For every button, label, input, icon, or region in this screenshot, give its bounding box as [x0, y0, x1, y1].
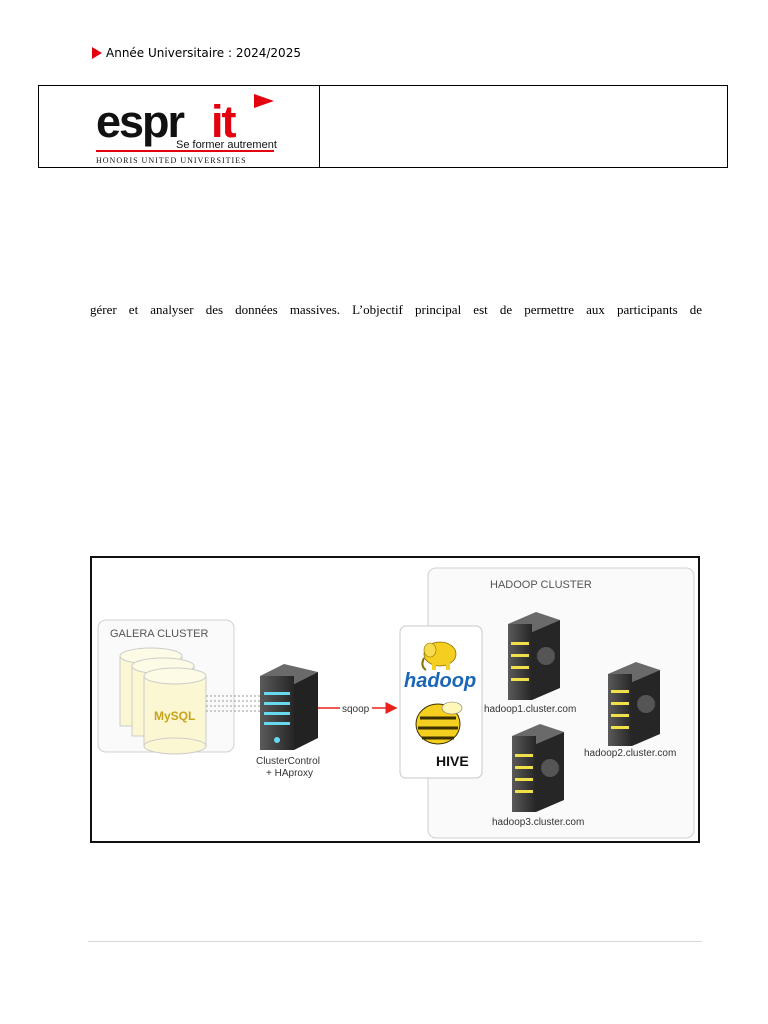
hadoop-hive-card	[399, 625, 483, 779]
hive-wordmark: HIVE	[436, 753, 469, 769]
logo-flag-icon	[254, 94, 274, 108]
hadoop2-server-icon	[608, 662, 660, 746]
haproxy-label: + HAproxy	[266, 768, 313, 779]
logo-wordmark-it: it	[211, 96, 237, 147]
footer-rule	[88, 941, 702, 942]
sqoop-label: sqoop	[342, 704, 370, 715]
hadoop-cluster-title: HADOOP CLUSTER	[490, 579, 592, 591]
academic-year-line: Année Universitaire : 2024/2025	[92, 46, 301, 60]
logo-tagline: Se former autrement	[176, 139, 277, 151]
logo-wordmark-esprit: espr	[96, 96, 185, 147]
clustercontrol-label: ClusterControl	[256, 756, 320, 767]
logo-underline	[96, 150, 274, 152]
body-paragraph-fragment: gérer et analyser des données massives. …	[90, 302, 702, 317]
mysql-database-icon	[119, 647, 207, 755]
architecture-diagram: GALERA CLUSTER MySQL	[97, 567, 695, 839]
galera-cluster-title: GALERA CLUSTER	[110, 628, 208, 640]
header-table: espr it Se former autrement HONORIS UNIT…	[38, 85, 728, 168]
logo-affiliation: HONORIS UNITED UNIVERSITIES	[96, 156, 247, 165]
hadoop2-label: hadoop2.cluster.com	[584, 748, 676, 759]
red-triangle-bullet-icon	[92, 47, 102, 59]
hive-bee-icon	[415, 701, 463, 745]
clustercontrol-server-icon	[260, 664, 318, 750]
mysql-label: MySQL	[154, 709, 195, 723]
db-connector-lines	[206, 695, 260, 712]
hadoop1-label: hadoop1.cluster.com	[484, 704, 576, 715]
hadoop1-server-icon	[508, 612, 560, 700]
header-blank-cell	[320, 86, 727, 167]
esprit-logo: espr it Se former autrement HONORIS UNIT…	[96, 94, 277, 165]
hadoop3-server-icon	[512, 724, 564, 812]
academic-year-text: Année Universitaire : 2024/2025	[106, 46, 301, 60]
hadoop3-label: hadoop3.cluster.com	[492, 817, 584, 828]
architecture-figure: GALERA CLUSTER MySQL	[90, 556, 700, 843]
logo-cell: espr it Se former autrement HONORIS UNIT…	[39, 86, 320, 167]
hadoop-wordmark: hadoop	[404, 670, 476, 692]
hadoop-elephant-icon	[421, 641, 457, 671]
